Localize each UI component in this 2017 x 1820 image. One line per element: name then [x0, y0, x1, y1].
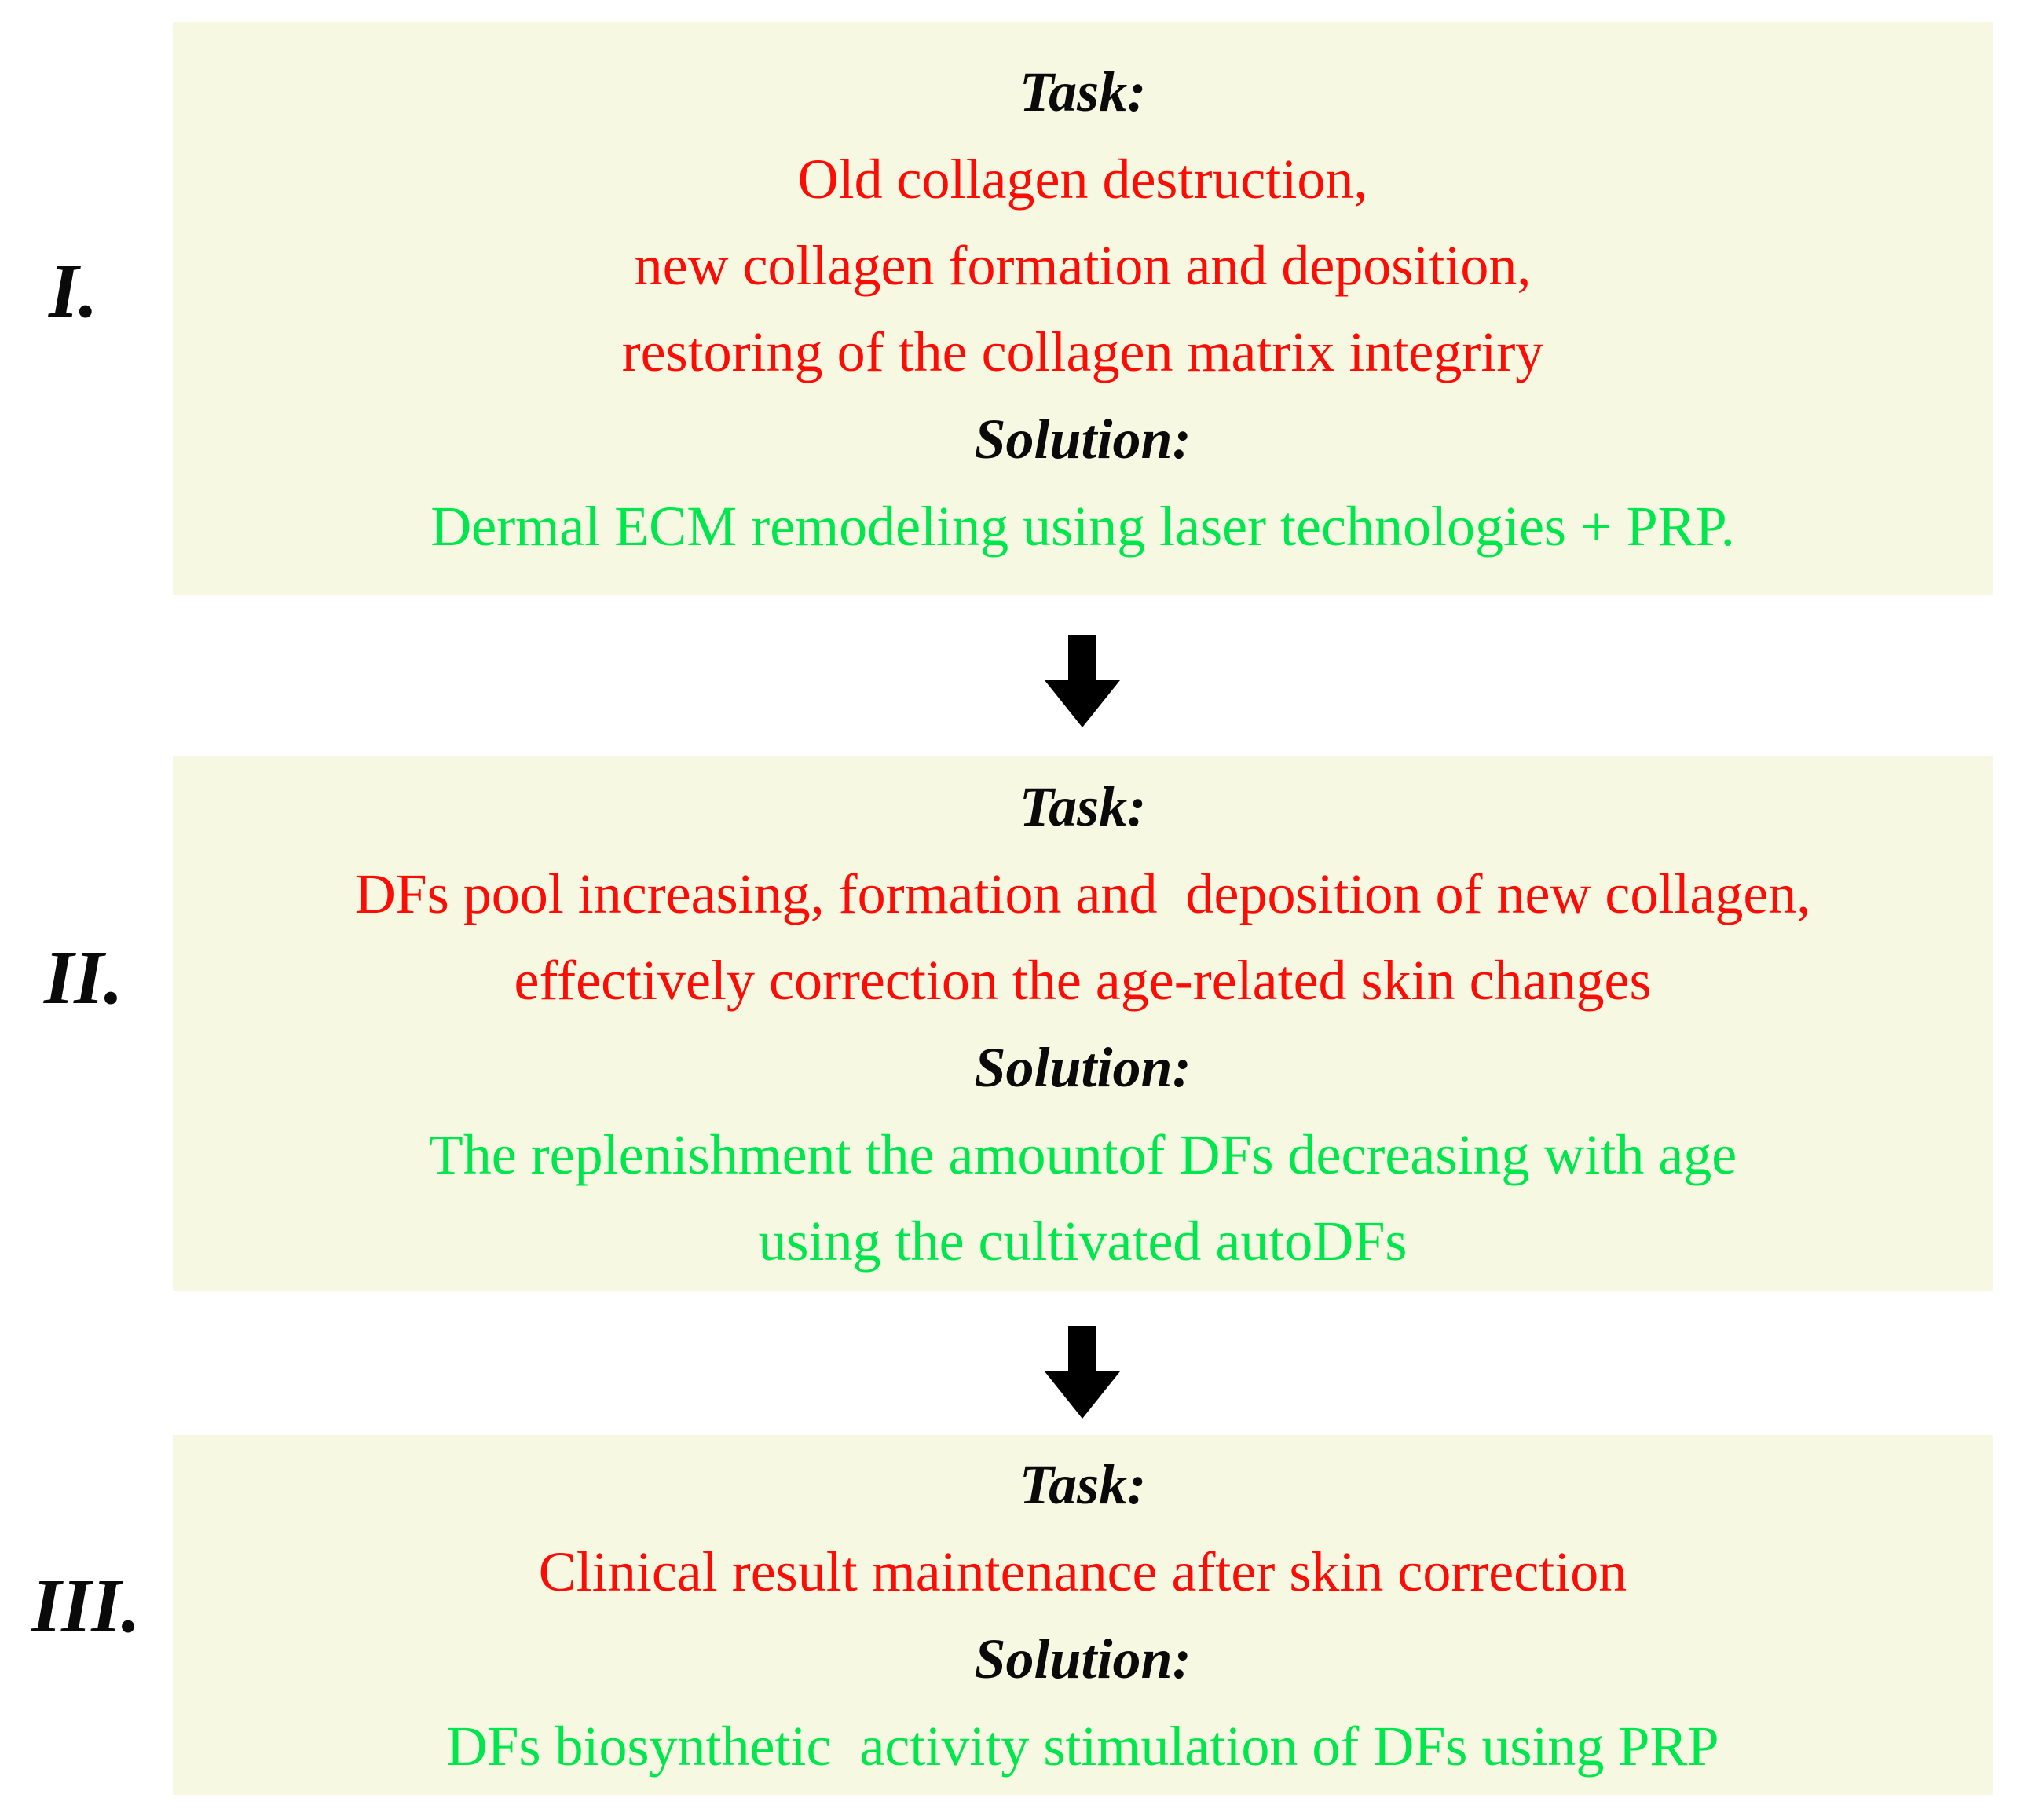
solution-label: Solution: [974, 1628, 1192, 1690]
solution-line: The replenishment the amountof DFs decre… [428, 1122, 1737, 1186]
task-label: Task: [1019, 1453, 1147, 1516]
stage-box-1: Task: Old collagen destruction, new coll… [173, 22, 1993, 595]
task-label: Task: [1019, 60, 1147, 123]
task-line: restoring of the collagen matrix integri… [621, 320, 1544, 383]
task-label: Task: [1019, 775, 1147, 838]
task-line: Old collagen destruction, [797, 147, 1368, 211]
solution-label: Solution: [974, 1035, 1192, 1099]
down-arrow-icon [1045, 635, 1120, 727]
stage-numeral-2: II. [44, 936, 123, 1020]
stage-numeral-3: III. [31, 1564, 141, 1649]
task-line: new collagen formation and deposition, [634, 233, 1532, 297]
down-arrow-icon [1045, 1326, 1120, 1419]
task-line: Clinical result maintenance after skin c… [538, 1540, 1627, 1603]
solution-line: DFs biosynthetic activity stimulation of… [446, 1715, 1719, 1778]
solution-label: Solution: [974, 407, 1192, 471]
stage-box-2: Task: DFs pool increasing, formation and… [173, 756, 1993, 1291]
solution-line: using the cultivated autoDFs [758, 1209, 1408, 1273]
stage-numeral-1: I. [49, 249, 98, 334]
solution-line: Dermal ECM remodeling using laser techno… [430, 494, 1735, 558]
stage-box-3: Task: Clinical result maintenance after … [173, 1435, 1993, 1795]
task-line: effectively correction the age-related s… [514, 948, 1652, 1012]
task-line: DFs pool increasing, formation and depos… [354, 862, 1811, 925]
